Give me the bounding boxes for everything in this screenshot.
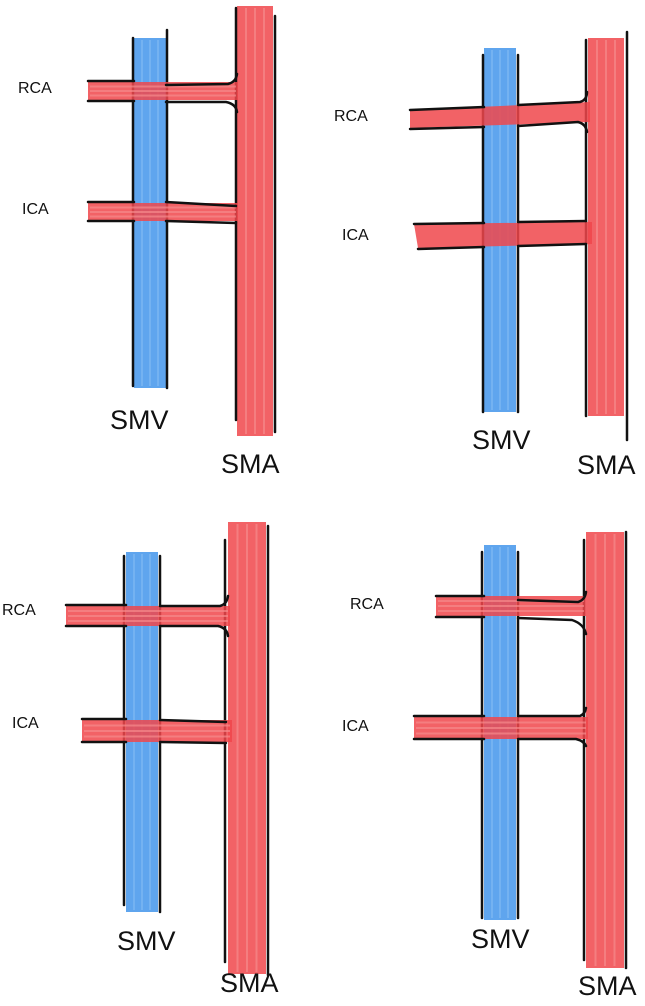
sma-label: SMA bbox=[220, 968, 279, 998]
ica-label: ICA bbox=[12, 715, 39, 732]
ica-label: ICA bbox=[342, 227, 369, 244]
sma-vessel bbox=[223, 522, 270, 977]
sma-vessel bbox=[584, 30, 629, 442]
rca-branch bbox=[64, 594, 230, 638]
smv-label: SMV bbox=[472, 425, 531, 455]
rca-branch bbox=[86, 72, 239, 114]
smv-label: SMV bbox=[110, 405, 169, 435]
rca-branch bbox=[408, 90, 590, 134]
rca-label: RCA bbox=[334, 108, 368, 125]
smv-label: SMV bbox=[471, 924, 530, 954]
sma-label: SMA bbox=[578, 971, 637, 1001]
ica-branch bbox=[86, 200, 238, 225]
panel-top-left: RCA ICA SMV SMA bbox=[18, 6, 280, 479]
ica-label: ICA bbox=[22, 201, 49, 218]
rca-label: RCA bbox=[350, 596, 384, 613]
rca-label: RCA bbox=[2, 602, 36, 619]
ica-label: ICA bbox=[342, 718, 369, 735]
sma-vessel bbox=[234, 6, 277, 436]
rca-branch bbox=[434, 590, 588, 636]
sma-label: SMA bbox=[577, 450, 636, 480]
ica-branch bbox=[412, 219, 592, 251]
panel-bottom-right: RCA ICA SMV SMA bbox=[342, 530, 637, 1001]
rca-label: RCA bbox=[18, 80, 52, 97]
sma-label: SMA bbox=[221, 449, 280, 479]
panel-bottom-left: RCA ICA SMV SMA bbox=[2, 522, 279, 998]
ica-branch bbox=[80, 717, 232, 745]
panel-top-right: RCA ICA SMV SMA bbox=[334, 30, 636, 480]
smv-label: SMV bbox=[117, 926, 176, 956]
ica-branch bbox=[412, 706, 588, 748]
sma-vessel bbox=[582, 530, 628, 970]
